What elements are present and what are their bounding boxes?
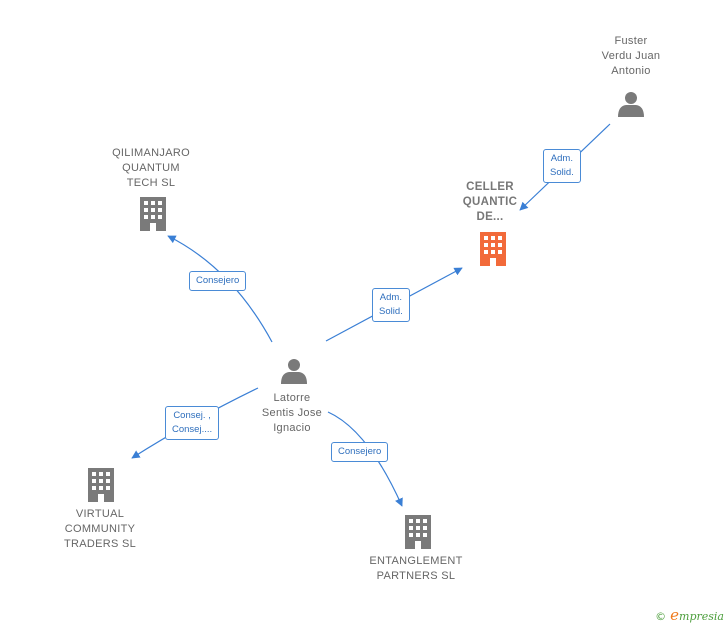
building-icon-highlight[interactable]: [480, 232, 506, 266]
empresia-logo: ©empresia: [655, 606, 724, 624]
person-icon[interactable]: [281, 359, 307, 384]
node-label-celler[interactable]: CELLER QUANTIC DE...: [462, 181, 518, 223]
node-label-qilimanjaro[interactable]: QILIMANJARO QUANTUM TECH SL: [112, 147, 190, 189]
node-label-fuster[interactable]: Fuster Verdu Juan Antonio: [601, 35, 661, 77]
edge-label-latorre-celler[interactable]: Adm. Solid.: [372, 288, 410, 322]
building-icon[interactable]: [88, 468, 114, 502]
building-icon[interactable]: [140, 197, 166, 231]
node-label-virtual[interactable]: VIRTUAL COMMUNITY TRADERS SL: [63, 508, 137, 550]
node-label-entanglement[interactable]: ENTANGLEMENT PARTNERS SL: [369, 555, 463, 582]
edge-label-latorre-virtual[interactable]: Consej. , Consej....: [165, 406, 220, 440]
edge-label-latorre-qilimanjaro[interactable]: Consejero: [189, 271, 247, 291]
edge-label-fuster-celler[interactable]: Adm. Solid.: [543, 149, 581, 183]
node-label-latorre[interactable]: Latorre Sentis Jose Ignacio: [261, 392, 323, 434]
person-icon[interactable]: [618, 92, 644, 117]
building-icon[interactable]: [405, 515, 431, 549]
edge-label-latorre-entanglement[interactable]: Consejero: [331, 442, 389, 462]
